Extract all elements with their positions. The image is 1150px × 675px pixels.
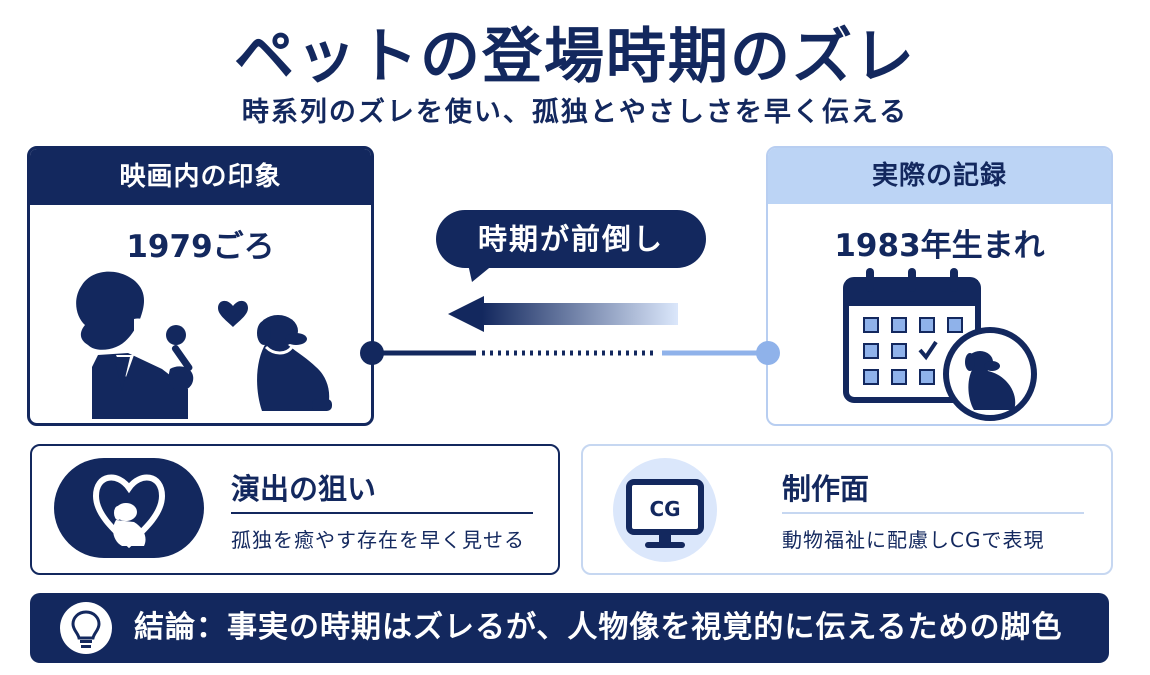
- page-title: ペットの登場時期のズレ: [234, 22, 916, 92]
- production-box: CG 制作面 動物福祉に配慮しCGで表現: [581, 444, 1113, 575]
- production-title: 制作面: [782, 472, 870, 506]
- heart-dog-icon: [54, 458, 204, 558]
- monitor-cg-label: CG: [649, 497, 680, 521]
- intent-text: 孤独を癒やす存在を早く見せる: [231, 528, 525, 552]
- intent-title: 演出の狙い: [231, 472, 377, 506]
- timeline-line: [360, 341, 780, 365]
- right-card: 実際の記録 1983年生まれ: [766, 146, 1113, 426]
- left-card-header: 映画内の印象: [30, 149, 371, 205]
- dog-icon: [257, 315, 332, 411]
- left-card: 映画内の印象 1979ごろ: [27, 146, 374, 426]
- left-arrow-icon: [448, 296, 678, 332]
- right-card-illustration: [843, 268, 1037, 421]
- production-text: 動物福祉に配慮しCGで表現: [782, 528, 1045, 552]
- intent-box: 演出の狙い 孤独を癒やす存在を早く見せる: [30, 444, 560, 575]
- page-subtitle: 時系列のズレを使い、孤独とやさしさを早く伝える: [241, 97, 909, 128]
- lightbulb-icon: [60, 602, 112, 654]
- left-card-illustration: [76, 271, 332, 419]
- right-card-year: 1983年生まれ: [834, 228, 1045, 264]
- bubble-tail: [468, 264, 494, 282]
- intent-divider: [231, 512, 533, 514]
- monitor-cg-icon: CG: [613, 458, 717, 562]
- shift-bubble: 時期が前倒し: [436, 210, 706, 268]
- right-card-header: 実際の記録: [768, 148, 1111, 204]
- conclusion-text: 結論：事実の時期はズレるが、人物像を視覚的に伝えるための脚色: [134, 610, 1063, 645]
- conclusion-bar: 結論：事実の時期はズレるが、人物像を視覚的に伝えるための脚色: [30, 593, 1109, 663]
- production-divider: [782, 512, 1084, 514]
- singer-with-microphone-icon: [76, 271, 194, 419]
- timeline-graphic: [360, 296, 780, 365]
- dog-icon: [943, 327, 1037, 421]
- heart-icon: [218, 300, 248, 327]
- left-card-year: 1979ごろ: [126, 229, 275, 265]
